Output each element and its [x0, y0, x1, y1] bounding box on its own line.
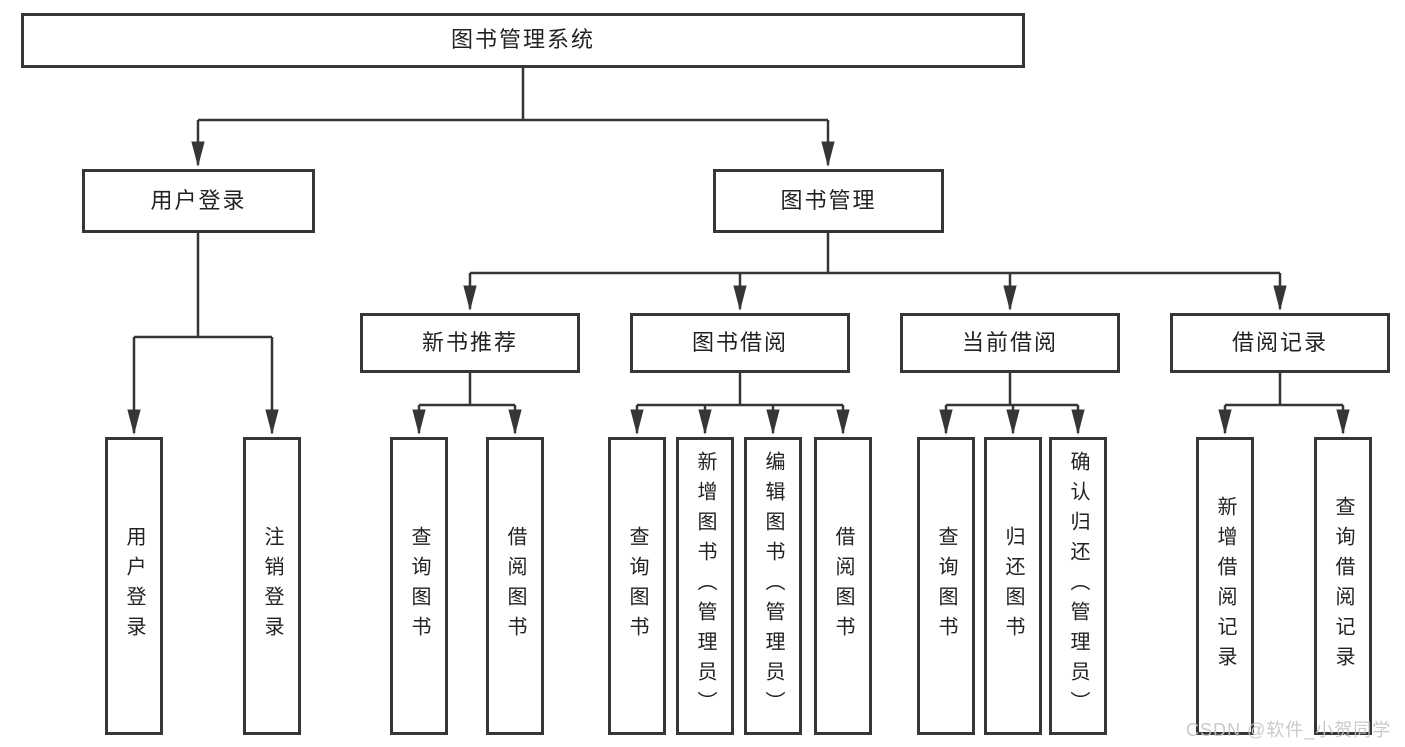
leaf-cb-query-books: 查询图书: [917, 437, 975, 735]
leaf-bb-edit-books-admin: 编辑图书（管理员）: [744, 437, 802, 735]
node-root-system: 图书管理系统: [21, 13, 1025, 68]
node-current-borrowing: 当前借阅: [900, 313, 1120, 373]
node-book-borrowing: 图书借阅: [630, 313, 850, 373]
leaf-bb-add-books-admin: 新增图书（管理员）: [676, 437, 734, 735]
leaf-br-query-record: 查询借阅记录: [1314, 437, 1372, 735]
leaf-rec-query-books: 查询图书: [390, 437, 448, 735]
leaf-br-add-record: 新增借阅记录: [1196, 437, 1254, 735]
leaf-bb-query-books: 查询图书: [608, 437, 666, 735]
leaf-cb-return-books: 归还图书: [984, 437, 1042, 735]
node-user-login: 用户登录: [82, 169, 315, 233]
leaf-user-login: 用户登录: [105, 437, 163, 735]
leaf-logout: 注销登录: [243, 437, 301, 735]
leaf-rec-borrow-books: 借阅图书: [486, 437, 544, 735]
csdn-watermark: CSDN @软件_小贺同学: [1186, 720, 1392, 740]
node-borrowing-records: 借阅记录: [1170, 313, 1390, 373]
leaf-cb-confirm-return-admin: 确认归还（管理员）: [1049, 437, 1107, 735]
leaf-bb-borrow-books: 借阅图书: [814, 437, 872, 735]
node-new-book-recommend: 新书推荐: [360, 313, 580, 373]
node-book-management: 图书管理: [713, 169, 944, 233]
